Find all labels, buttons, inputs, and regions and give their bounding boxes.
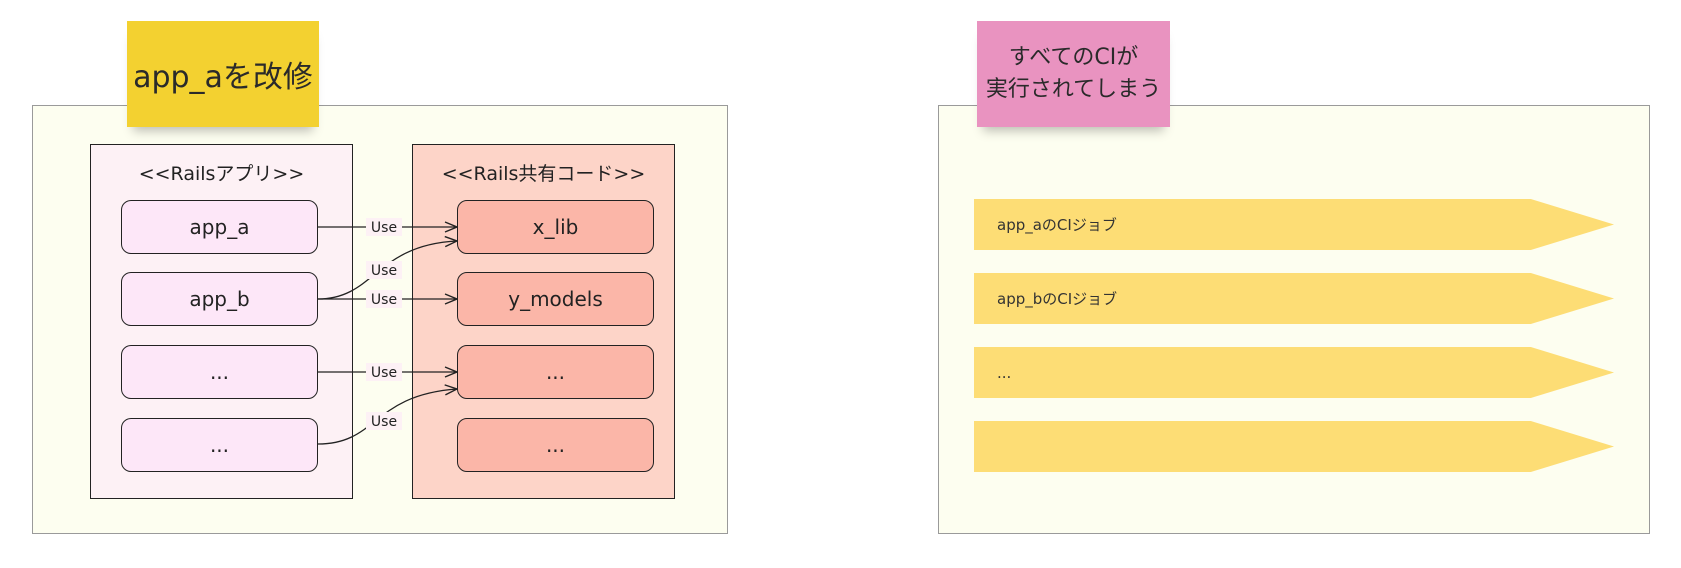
node-app-ellipsis-1[interactable]: ... <box>121 345 318 399</box>
ci-job-empty <box>974 421 1614 472</box>
sticky-note-all-ci-run: すべてのCIが 実行されてしまう <box>977 21 1170 127</box>
node-shared-ellipsis-2[interactable]: ... <box>457 418 654 472</box>
node-shared-ellipsis-1[interactable]: ... <box>457 345 654 399</box>
edge-label-1: Use <box>371 220 397 236</box>
rails-app-group-title: <<Railsアプリ>> <box>138 163 305 185</box>
edge-label-bg-2 <box>366 261 402 279</box>
edge-label-bg-4 <box>366 363 402 381</box>
ci-job-app-a: app_aのCIジョブ <box>974 199 1614 250</box>
node-x-lib[interactable]: x_lib <box>457 200 654 254</box>
edge-label-bg-5 <box>366 412 402 430</box>
ci-job-app-b: app_bのCIジョブ <box>974 273 1614 324</box>
edge-label-5: Use <box>371 414 397 430</box>
node-app-b[interactable]: app_b <box>121 272 318 326</box>
node-y-models[interactable]: y_models <box>457 272 654 326</box>
edge-label-bg-1 <box>366 218 402 236</box>
node-app-ellipsis-2[interactable]: ... <box>121 418 318 472</box>
edge-label-bg-3 <box>366 290 402 308</box>
ci-job-ellipsis: ... <box>974 347 1614 398</box>
edge-label-3: Use <box>371 292 397 308</box>
node-app-a[interactable]: app_a <box>121 200 318 254</box>
edge-label-4: Use <box>371 365 397 381</box>
rails-shared-code-group-title: <<Rails共有コード>> <box>441 163 646 185</box>
sticky-note-modify-app-a: app_aを改修 <box>127 21 319 127</box>
edge-label-2: Use <box>371 263 397 279</box>
